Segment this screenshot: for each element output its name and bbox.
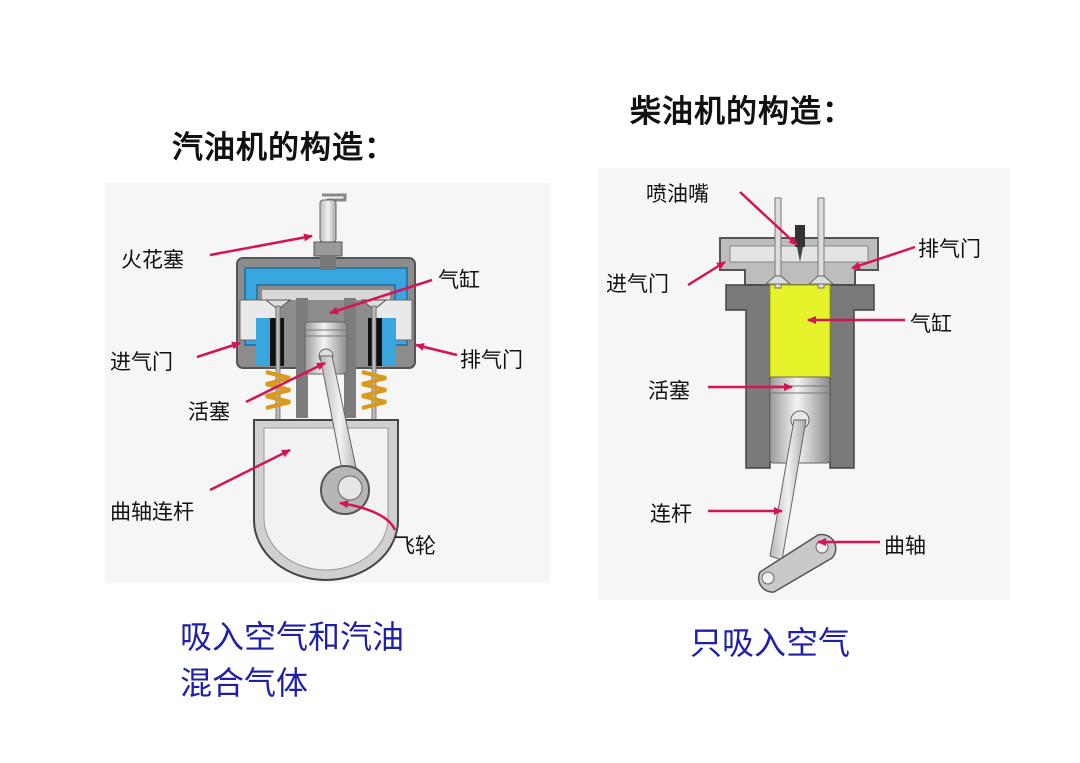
label-flywheel: 飞轮	[394, 534, 436, 558]
label-gas-intake-valve: 进气门	[110, 350, 173, 374]
label-gas-cylinder: 气缸	[438, 268, 480, 292]
diesel-pointer-arrows	[687, 191, 916, 546]
label-crank-rod: 曲轴连杆	[110, 500, 194, 524]
label-spark-plug: 火花塞	[121, 248, 184, 272]
gasoline-engine-title: 汽油机的构造：	[172, 130, 396, 166]
label-connecting-rod: 连杆	[650, 502, 692, 526]
label-gas-exhaust-valve: 排气门	[460, 348, 523, 372]
label-crankshaft: 曲轴	[884, 534, 926, 558]
label-diesel-cylinder: 气缸	[910, 312, 952, 336]
diesel-cylinder-block	[725, 284, 771, 469]
gasoline-pointer-arrows	[196, 233, 458, 531]
gasoline-intake-caption: 吸入空气和汽油 混合气体	[180, 614, 460, 706]
gasoline-caption-line1: 吸入空气和汽油	[180, 618, 405, 656]
gasoline-engine-illustration	[236, 193, 416, 581]
diesel-intake-caption: 只吸入空气	[690, 624, 851, 662]
diesel-cylinder-air	[769, 284, 831, 378]
valve-springs	[265, 370, 387, 410]
label-diesel-intake-valve: 进气门	[606, 272, 669, 296]
label-gas-piston: 活塞	[188, 400, 230, 424]
label-injector: 喷油嘴	[646, 182, 709, 206]
injector-shape	[795, 225, 805, 262]
spark-plug-shape	[313, 193, 347, 270]
label-diesel-piston: 活塞	[648, 379, 690, 403]
label-diesel-exhaust-valve: 排气门	[918, 237, 981, 261]
coolant-jacket	[244, 267, 408, 346]
diesel-engine-illustration	[719, 197, 879, 593]
gasoline-caption-line2: 混合气体	[180, 664, 309, 702]
diesel-engine-title: 柴油机的构造：	[630, 94, 854, 130]
